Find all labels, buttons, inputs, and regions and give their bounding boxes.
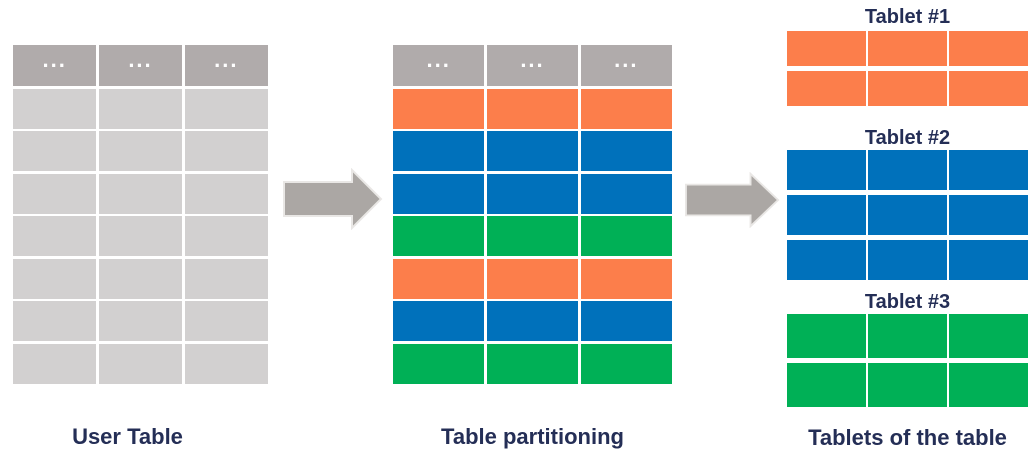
table-cell <box>868 31 947 66</box>
table-cell <box>98 343 183 384</box>
tablet-3-title: Tablet #3 <box>864 291 951 313</box>
partitioned-table: ......... <box>393 45 672 384</box>
table-cell <box>184 88 268 129</box>
table-cell <box>486 216 579 256</box>
table-cell <box>393 301 485 341</box>
table-cell <box>393 88 485 129</box>
table-cell <box>393 216 485 256</box>
table-cell <box>98 301 183 341</box>
tablet-1-title: Tablet #1 <box>864 6 951 28</box>
table-cell <box>184 258 268 299</box>
table-cell <box>580 301 672 341</box>
table-cell <box>486 343 579 384</box>
table-cell <box>98 131 183 171</box>
ellipsis-dots: ... <box>42 46 67 72</box>
table-cell <box>393 258 485 299</box>
table-cell <box>868 71 947 106</box>
table-cell <box>949 314 1028 358</box>
table-cell <box>949 150 1028 190</box>
table-cell <box>98 216 183 256</box>
tablets-of-table-label: Tablets of the table <box>808 425 1007 450</box>
table-cell <box>486 173 579 214</box>
table-cell <box>13 216 97 256</box>
table-cell <box>949 195 1028 235</box>
table-cell <box>13 131 97 171</box>
table-cell <box>184 343 268 384</box>
table-cell <box>949 31 1028 66</box>
table-header-cell: ... <box>486 45 579 86</box>
table-cell <box>787 240 866 280</box>
partitioned-table-label: Table partitioning <box>441 424 624 449</box>
table-cell <box>787 71 866 106</box>
table-cell <box>868 314 947 358</box>
table-cell <box>580 88 672 129</box>
table-cell <box>13 88 97 129</box>
table-cell <box>184 301 268 341</box>
table-cell <box>868 240 947 280</box>
table-cell <box>949 240 1028 280</box>
table-cell <box>184 216 268 256</box>
table-cell <box>486 88 579 129</box>
table-cell <box>580 131 672 171</box>
ellipsis-dots: ... <box>614 46 639 72</box>
table-cell <box>13 258 97 299</box>
arrow-right-icon <box>685 172 780 228</box>
table-cell <box>580 173 672 214</box>
tablet-2-table <box>787 150 1028 280</box>
ellipsis-dots: ... <box>520 46 545 72</box>
tablet-3-table <box>787 314 1028 407</box>
table-cell <box>486 131 579 171</box>
table-cell <box>184 131 268 171</box>
table-cell <box>868 150 947 190</box>
table-header-cell: ... <box>13 45 97 86</box>
table-cell <box>868 195 947 235</box>
table-cell <box>787 314 866 358</box>
table-header-cell: ... <box>393 45 485 86</box>
table-cell <box>393 131 485 171</box>
table-cell <box>787 150 866 190</box>
table-header-cell: ... <box>580 45 672 86</box>
table-cell <box>393 343 485 384</box>
table-cell <box>393 173 485 214</box>
table-cell <box>580 343 672 384</box>
table-cell <box>98 88 183 129</box>
table-cell <box>787 363 866 407</box>
table-cell <box>98 258 183 299</box>
table-cell <box>949 363 1028 407</box>
table-cell <box>98 173 183 214</box>
table-cell <box>13 173 97 214</box>
arrow-right-icon <box>283 168 383 230</box>
table-cell <box>787 31 866 66</box>
user-table-label: User Table <box>72 424 183 449</box>
tablet-1-table <box>787 31 1028 106</box>
table-header-cell: ... <box>184 45 268 86</box>
table-cell <box>486 301 579 341</box>
table-cell <box>184 173 268 214</box>
table-cell <box>787 195 866 235</box>
ellipsis-dots: ... <box>426 46 451 72</box>
tablet-2-title: Tablet #2 <box>864 127 951 149</box>
table-header-cell: ... <box>98 45 183 86</box>
table-cell <box>486 258 579 299</box>
user-table: ......... <box>13 45 268 384</box>
table-cell <box>13 301 97 341</box>
table-cell <box>949 71 1028 106</box>
ellipsis-dots: ... <box>128 46 153 72</box>
table-cell <box>580 216 672 256</box>
table-cell <box>580 258 672 299</box>
table-cell <box>13 343 97 384</box>
table-cell <box>868 363 947 407</box>
ellipsis-dots: ... <box>214 46 239 72</box>
